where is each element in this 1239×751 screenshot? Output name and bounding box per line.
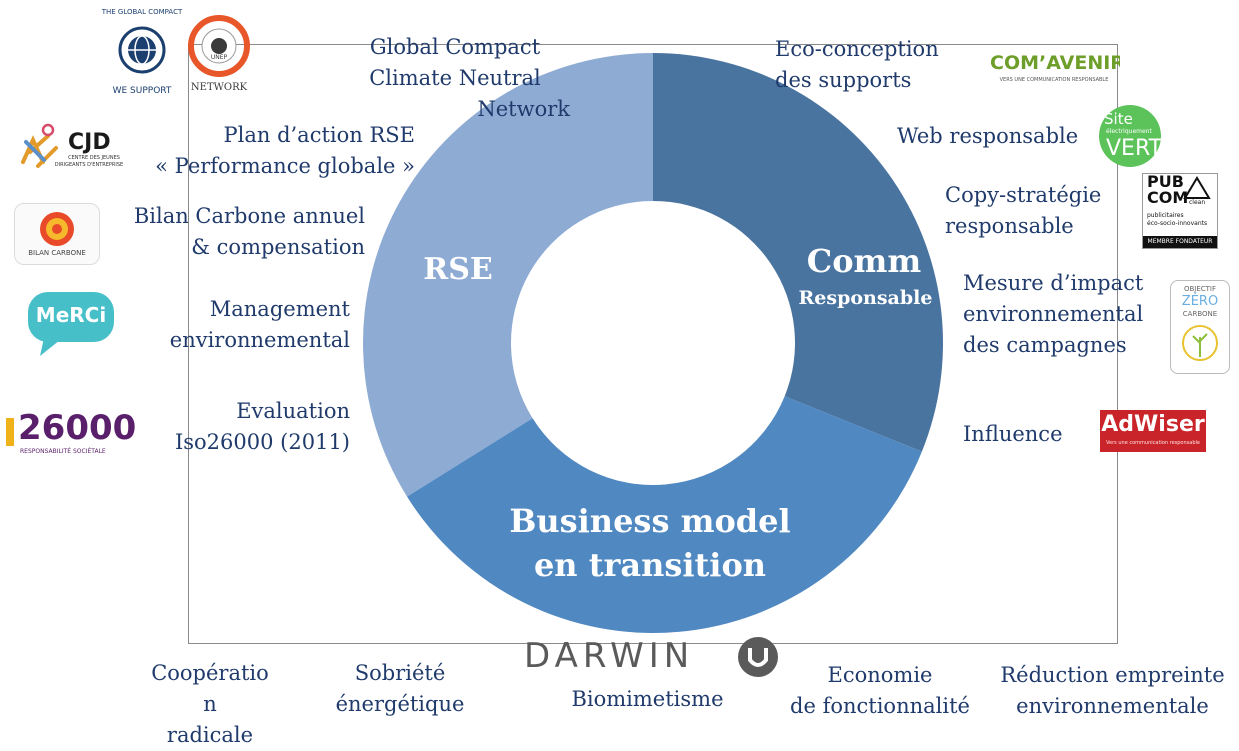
segment-label-responsable: Responsable (798, 287, 933, 309)
item-plan-action-rse: Plan d’action RSE« Performance globale » (155, 123, 415, 178)
merci-logo: MeRCi (26, 290, 118, 358)
segment-label-business-2: en transition (533, 546, 767, 584)
segment-label-comm: Comm (806, 242, 922, 280)
darwin-logo: DARWIN (524, 632, 784, 682)
site-vert-logo: Site électriquement VERT (1096, 104, 1166, 168)
global-compact-logo: THE GLOBAL COMPACT WE SUPPORT (101, 8, 183, 96)
item-bilan-carbone: Bilan Carbone annuel& compensation (133, 204, 365, 259)
com-avenir-logo: COM’AVENIR VERS UNE COMMUNICATION RESPON… (990, 52, 1120, 83)
adwiser-logo: AdWiser Vers une communication responsab… (1100, 410, 1206, 452)
segment-label-business-1: Business model (509, 502, 791, 540)
unep-network-logo: UNEP NETWORK (187, 14, 251, 100)
iso-26000-logo: 26000 RESPONSABILITÉ SOCIÉTALE (6, 412, 152, 458)
segment-business-model (407, 396, 922, 633)
item-biomimetisme: Biomimetisme (571, 687, 724, 711)
item-web-responsable: Web responsable (897, 124, 1079, 148)
bilan-carbone-logo: BILAN CARBONE (14, 203, 100, 265)
pub-com-clean-logo: PUB COM clean publicitaires éco-socio-in… (1142, 173, 1218, 249)
cjd-logo: CJD CENTRE DES JEUNES DIRIGEANTS D'ENTRE… (18, 122, 130, 174)
segment-comm-responsable (653, 53, 943, 452)
item-influence: Influence (963, 422, 1063, 446)
diagram-frame (188, 44, 1118, 644)
segment-rse (362, 53, 653, 497)
segment-label-rse: RSE (423, 252, 493, 287)
objectif-zero-carbone-logo: OBJECTIF ZÉRO CARBONE (1170, 280, 1230, 374)
